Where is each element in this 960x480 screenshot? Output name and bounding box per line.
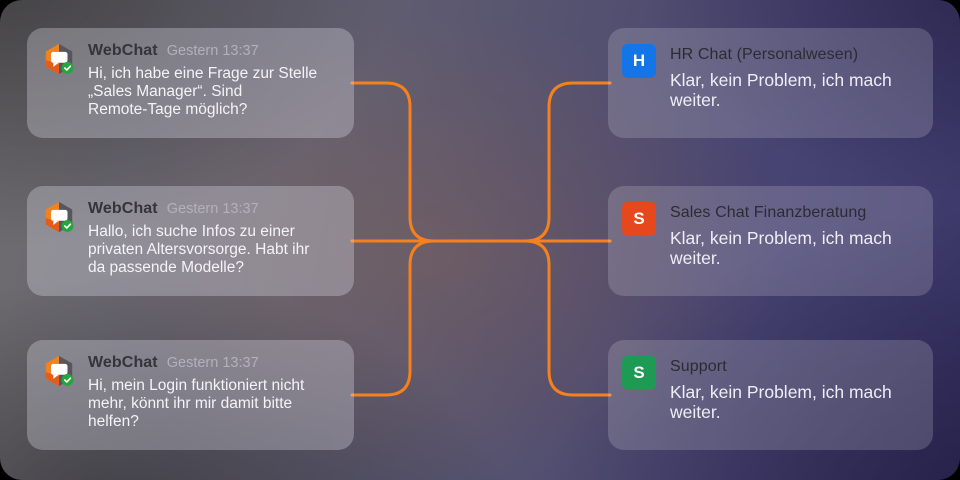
channel-initial-badge: S bbox=[622, 356, 656, 390]
connector-top-left bbox=[350, 81, 436, 243]
sender-name: WebChat bbox=[88, 354, 158, 371]
incoming-message-card-3[interactable]: WebChat Gestern 13:37 Hi, mein Login fun… bbox=[27, 340, 354, 450]
message-text: Hi, ich habe eine Frage zur Stelle „Sale… bbox=[88, 65, 318, 118]
incoming-message-card-1[interactable]: WebChat Gestern 13:37 Hi, ich habe eine … bbox=[27, 28, 354, 138]
message-text: Hi, mein Login funktioniert nicht mehr, … bbox=[88, 377, 305, 430]
connector-bottom-right bbox=[523, 239, 612, 397]
channel-title: Sales Chat Finanzberatung bbox=[670, 204, 867, 221]
webchat-bot-icon bbox=[45, 43, 74, 75]
channel-card-hr[interactable]: H HR Chat (Personalwesen) Klar, kein Pro… bbox=[608, 28, 933, 138]
message-timestamp: Gestern 13:37 bbox=[166, 355, 259, 371]
sender-name: WebChat bbox=[88, 200, 158, 217]
sender-name: WebChat bbox=[88, 42, 158, 59]
channel-title: Support bbox=[670, 358, 727, 375]
channel-reply-text: Klar, kein Problem, ich mach weiter. bbox=[670, 70, 892, 111]
incoming-message-card-2[interactable]: WebChat Gestern 13:37 Hallo, ich suche I… bbox=[27, 186, 354, 296]
channel-card-sales[interactable]: S Sales Chat Finanzberatung Klar, kein P… bbox=[608, 186, 933, 296]
channel-card-support[interactable]: S Support Klar, kein Problem, ich mach w… bbox=[608, 340, 933, 450]
online-check-icon bbox=[61, 374, 74, 386]
channel-reply-text: Klar, kein Problem, ich mach weiter. bbox=[670, 228, 892, 269]
message-timestamp: Gestern 13:37 bbox=[166, 43, 259, 59]
online-check-icon bbox=[61, 220, 74, 232]
webchat-bot-icon bbox=[45, 201, 74, 233]
message-text: Hallo, ich suche Infos zu einer privaten… bbox=[88, 223, 310, 276]
message-timestamp: Gestern 13:37 bbox=[166, 201, 259, 217]
connector-top-right bbox=[523, 81, 612, 243]
channel-initial-badge: S bbox=[622, 202, 656, 236]
channel-initial-badge: H bbox=[622, 44, 656, 78]
webchat-bot-icon bbox=[45, 355, 74, 387]
connector-bottom-left bbox=[350, 239, 436, 397]
channel-title: HR Chat (Personalwesen) bbox=[670, 46, 859, 63]
online-check-icon bbox=[61, 62, 74, 74]
channel-reply-text: Klar, kein Problem, ich mach weiter. bbox=[670, 382, 892, 423]
